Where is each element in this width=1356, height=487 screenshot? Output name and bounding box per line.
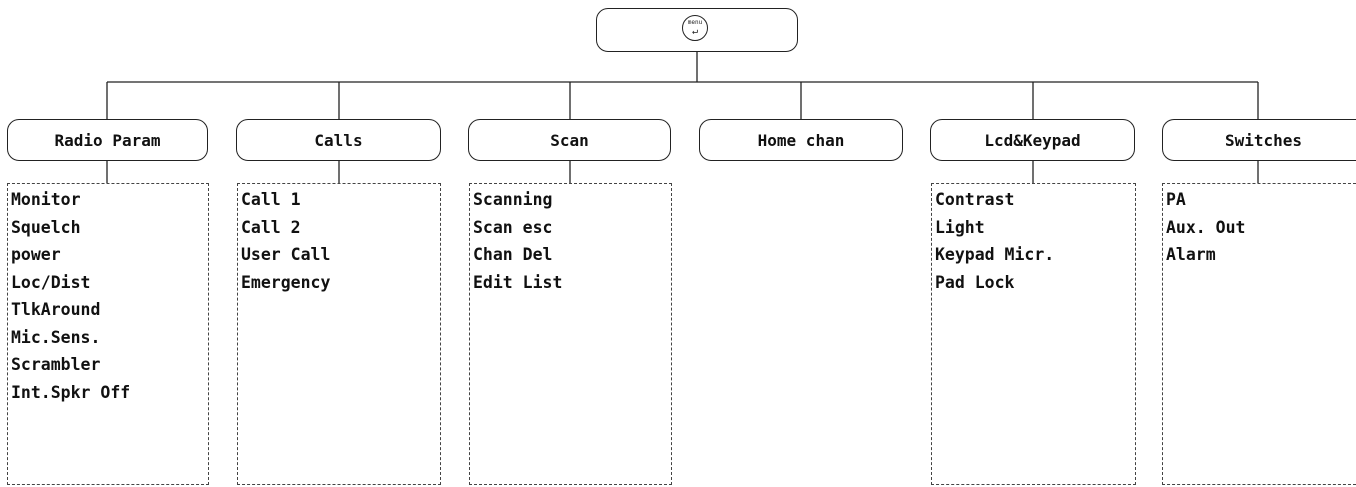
- submenu-lcd-keypad: Contrast Light Keypad Micr. Pad Lock: [931, 183, 1136, 485]
- list-item: Edit List: [473, 272, 563, 292]
- list-item: Alarm: [1166, 245, 1216, 264]
- list-item: Scrambler: [11, 355, 101, 374]
- list-item: Light: [935, 217, 985, 237]
- category-label: Radio Param: [54, 130, 161, 150]
- category-lcd-keypad: Lcd&Keypad: [930, 119, 1135, 161]
- category-label: Scan: [550, 130, 589, 150]
- submenu-switches: PA Aux. Out Alarm: [1162, 183, 1356, 485]
- list-item: Mic.Sens.: [11, 327, 101, 347]
- submenu-calls: Call 1 Call 2 User Call Emergency: [237, 183, 441, 485]
- list-item: Pad Lock: [935, 272, 1015, 292]
- enter-arrow-icon: ↵: [691, 26, 699, 37]
- category-radio-param: Radio Param: [7, 119, 208, 161]
- category-switches: Switches: [1162, 119, 1356, 161]
- category-scan: Scan: [468, 119, 671, 161]
- list-item: power: [11, 245, 61, 264]
- category-label: Lcd&Keypad: [984, 130, 1081, 150]
- list-item: Call 1: [241, 190, 301, 209]
- list-item: Monitor: [11, 190, 81, 209]
- list-item: Aux. Out: [1166, 217, 1246, 237]
- list-item: PA: [1166, 190, 1186, 209]
- submenu-scan: Scanning Scan esc Chan Del Edit List: [469, 183, 672, 485]
- list-item: TlkAround: [11, 300, 101, 319]
- list-item: Loc/Dist: [11, 272, 91, 292]
- category-calls: Calls: [236, 119, 441, 161]
- list-item: Chan Del: [473, 245, 553, 264]
- list-item: Scanning: [473, 190, 553, 209]
- submenu-radio-param: Monitor Squelch power Loc/Dist TlkAround…: [7, 183, 209, 485]
- list-item: Contrast: [935, 190, 1015, 209]
- menu-icon-label: menu: [687, 19, 703, 26]
- root-menu-node: menu ↵: [596, 8, 798, 52]
- category-home-chan: Home chan: [699, 119, 903, 161]
- category-label: Calls: [314, 130, 363, 150]
- list-item: Int.Spkr Off: [11, 382, 131, 402]
- list-item: Emergency: [241, 272, 331, 292]
- category-label: Switches: [1224, 130, 1303, 150]
- list-item: Scan esc: [473, 217, 553, 237]
- list-item: User Call: [241, 245, 331, 264]
- list-item: Keypad Micr.: [935, 245, 1055, 264]
- list-item: Call 2: [241, 217, 301, 237]
- category-label: Home chan: [757, 130, 845, 150]
- menu-enter-icon: menu ↵: [682, 15, 708, 41]
- list-item: Squelch: [11, 217, 81, 237]
